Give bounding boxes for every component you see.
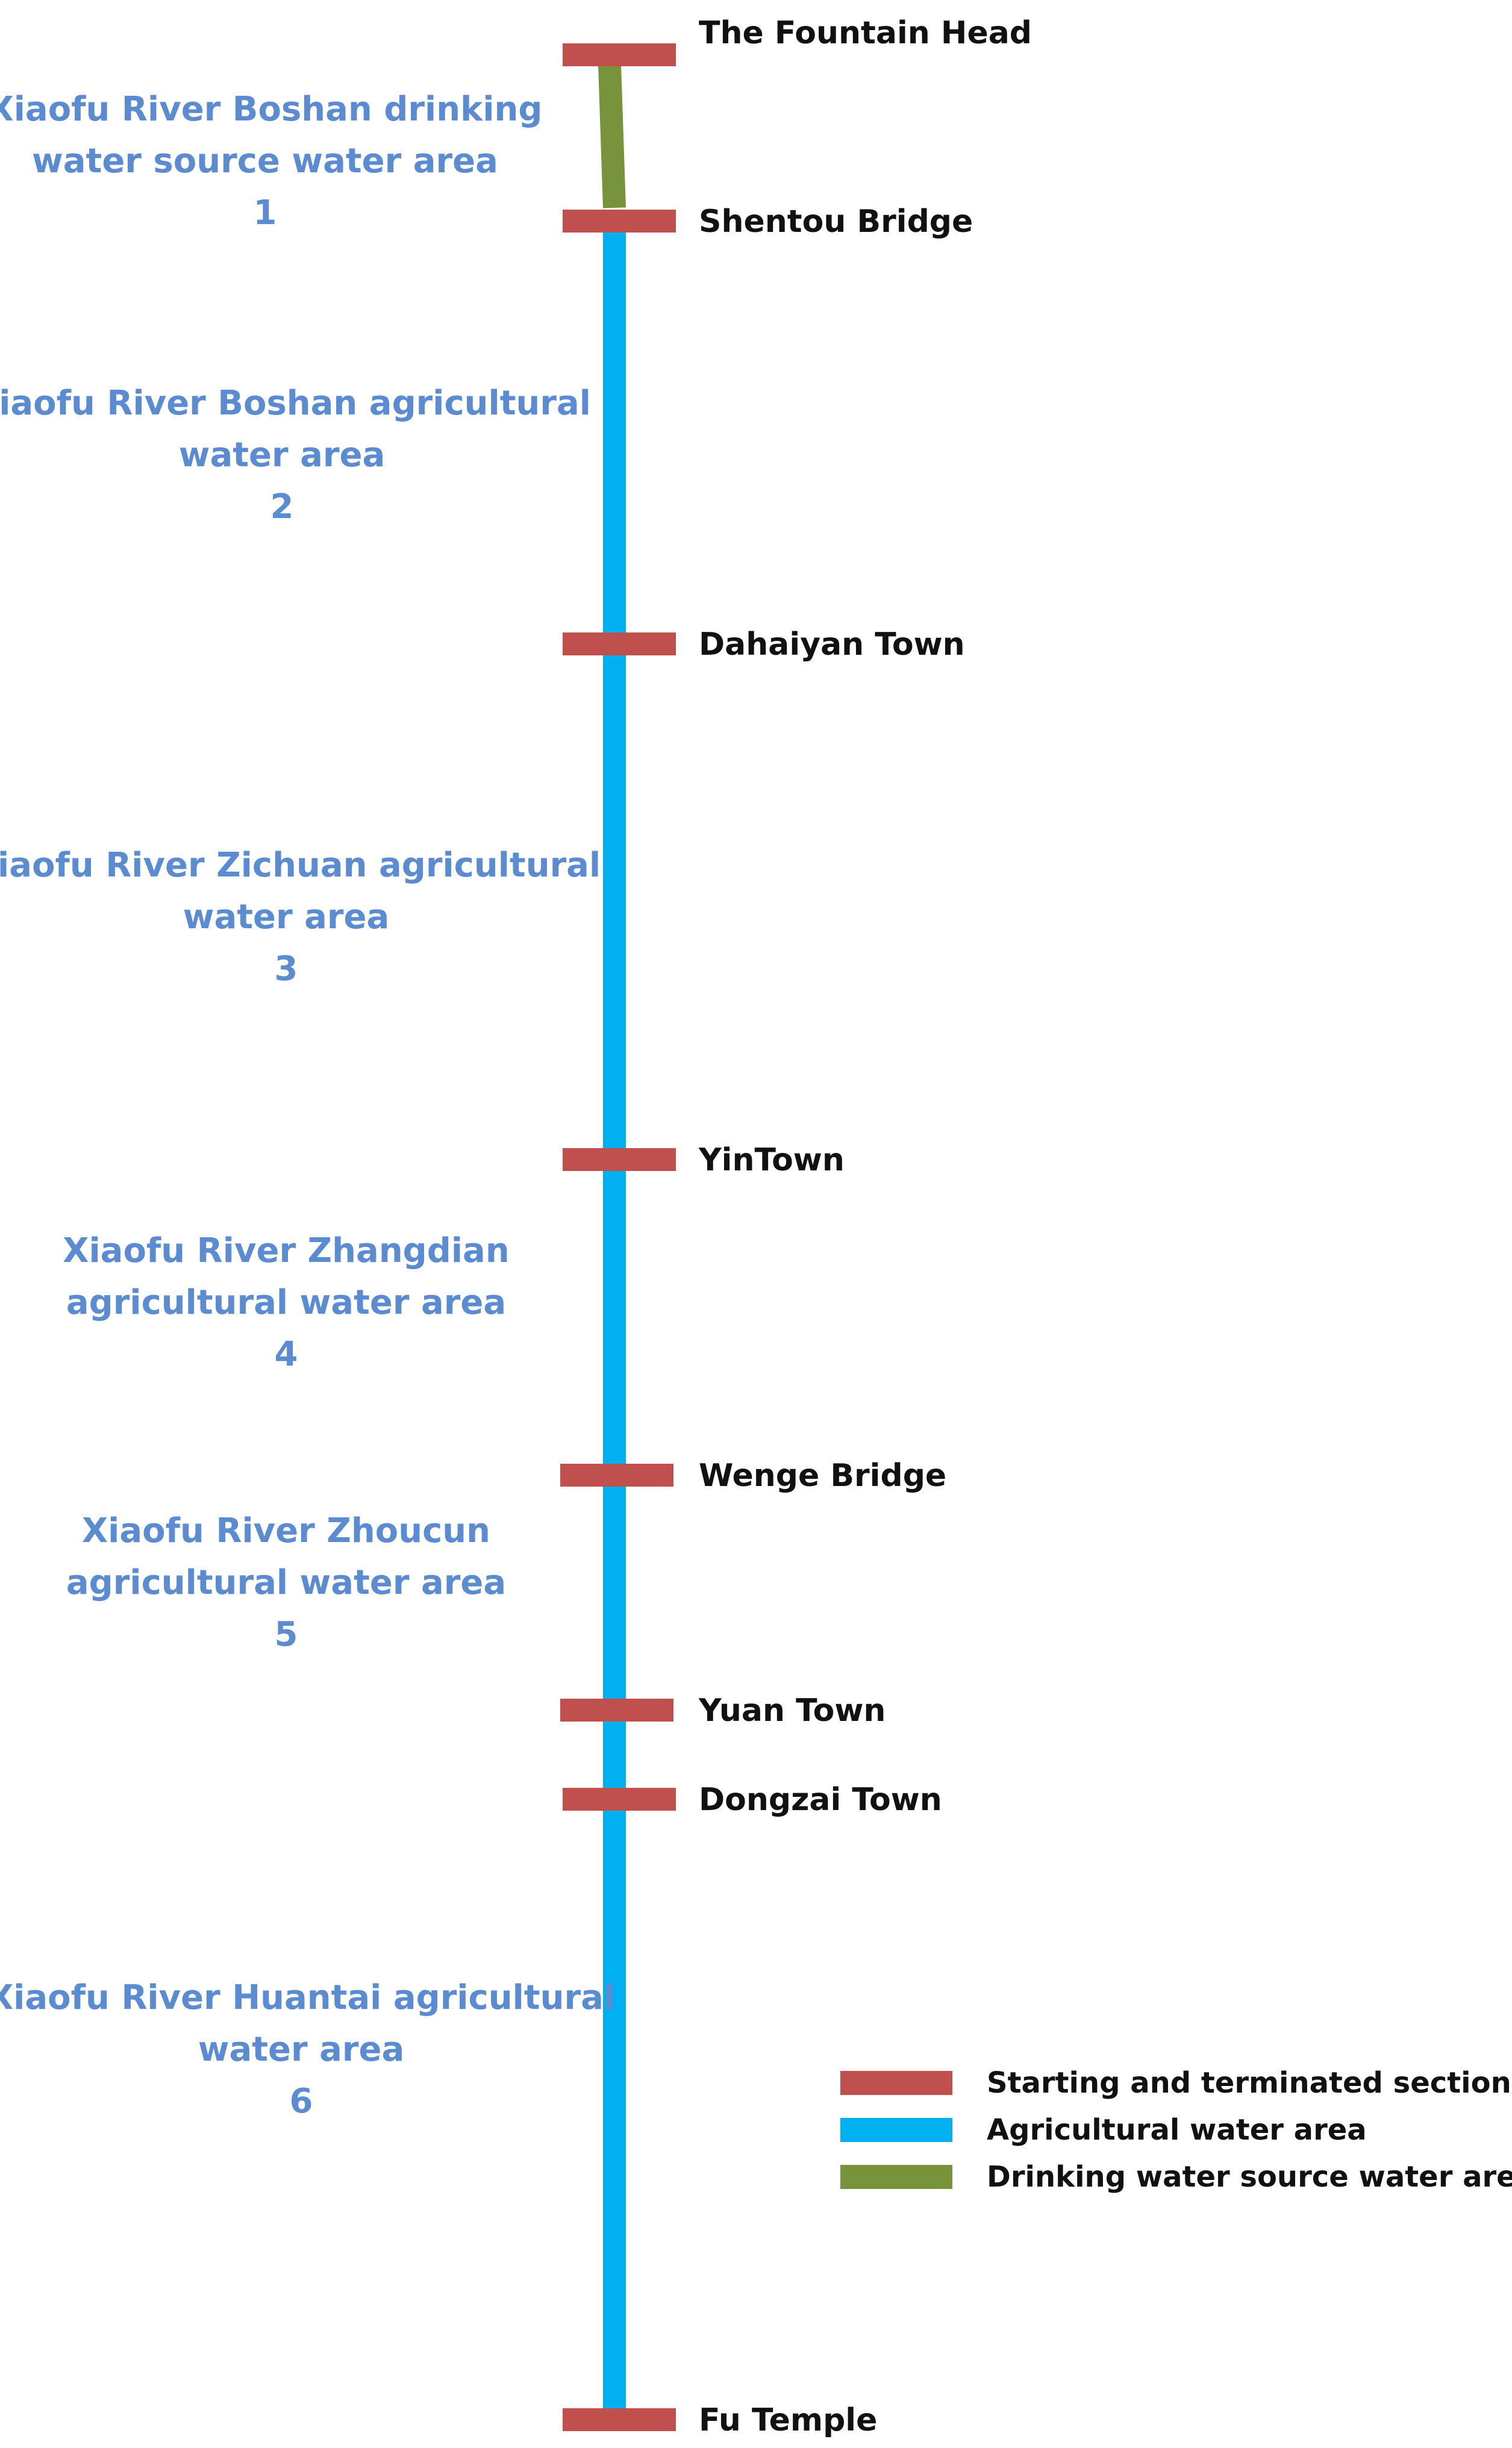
section-marker-fountain-head (563, 43, 676, 66)
section-marker-dongzai-town (563, 1788, 676, 1811)
legend: Starting and terminated sections Agricul… (840, 2066, 1512, 2194)
section-markers (560, 43, 676, 2431)
area-label-4: Xiaofu River Zhangdian agricultural wate… (63, 1231, 509, 1374)
area-label-2-number: 2 (270, 487, 294, 526)
legend-label-agricultural: Agricultural water area (987, 2113, 1367, 2147)
area-label-2-line2: water area (179, 436, 386, 475)
legend-swatch-drinking (840, 2165, 952, 2189)
area-label-1-line2: water source water area (32, 142, 498, 181)
section-marker-yuan-town (560, 1699, 673, 1722)
section-name-wenge-bridge: Wenge Bridge (699, 1458, 946, 1494)
water-area-labels: Xiaofu River Boshan drinking water sourc… (0, 90, 615, 2121)
area-label-1-number: 1 (254, 193, 277, 233)
section-name-shentou-bridge: Shentou Bridge (699, 204, 973, 240)
legend-swatch-sections (840, 2071, 952, 2095)
section-name-dongzai-town: Dongzai Town (699, 1782, 942, 1818)
area-label-1: Xiaofu River Boshan drinking water sourc… (0, 90, 542, 233)
legend-swatch-agricultural (840, 2118, 952, 2142)
section-marker-wenge-bridge (560, 1464, 673, 1487)
area-label-2: Xiaofu River Boshan agricultural water a… (0, 384, 591, 526)
area-label-3: Xiaofu River Zichuan agricultural water … (0, 846, 601, 988)
area-label-2-line1: Xiaofu River Boshan agricultural (0, 384, 591, 423)
area-label-4-line1: Xiaofu River Zhangdian (63, 1231, 509, 1270)
area-label-3-line2: water area (183, 898, 390, 937)
section-marker-shentou-bridge (563, 210, 676, 233)
section-name-yintown: YinTown (698, 1142, 845, 1178)
area-label-6: Xiaofu River Huantai agricultural water … (0, 1978, 615, 2121)
section-marker-dahaiyan-town (563, 632, 676, 655)
section-marker-fu-temple (563, 2408, 676, 2431)
area-label-5-number: 5 (275, 1615, 298, 1654)
area-label-6-line2: water area (198, 2030, 405, 2069)
legend-label-sections: Starting and terminated sections (987, 2066, 1512, 2100)
area-label-4-line2: agricultural water area (66, 1283, 506, 1322)
area-label-5: Xiaofu River Zhoucun agricultural water … (66, 1511, 506, 1654)
area-label-5-line1: Xiaofu River Zhoucun (82, 1511, 490, 1550)
area-label-1-line1: Xiaofu River Boshan drinking (0, 90, 542, 129)
section-name-dahaiyan-town: Dahaiyan Town (699, 626, 965, 663)
area-label-6-number: 6 (290, 2082, 313, 2121)
section-names: The Fountain Head Shentou Bridge Dahaiya… (698, 15, 1032, 2438)
legend-label-drinking: Drinking water source water area (987, 2160, 1512, 2194)
area-label-3-number: 3 (275, 949, 298, 988)
river-segments (598, 64, 626, 2409)
section-name-fountain-head: The Fountain Head (699, 15, 1032, 51)
area-label-6-line1: Xiaofu River Huantai agricultural (0, 1978, 615, 2017)
section-marker-yintown (563, 1148, 676, 1171)
area-label-3-line1: Xiaofu River Zichuan agricultural (0, 846, 601, 885)
section-name-fu-temple: Fu Temple (699, 2402, 877, 2438)
drinking-water-segment (598, 64, 626, 208)
area-label-5-line2: agricultural water area (66, 1563, 506, 1602)
section-name-yuan-town: Yuan Town (698, 1693, 886, 1729)
area-label-4-number: 4 (275, 1335, 298, 1374)
